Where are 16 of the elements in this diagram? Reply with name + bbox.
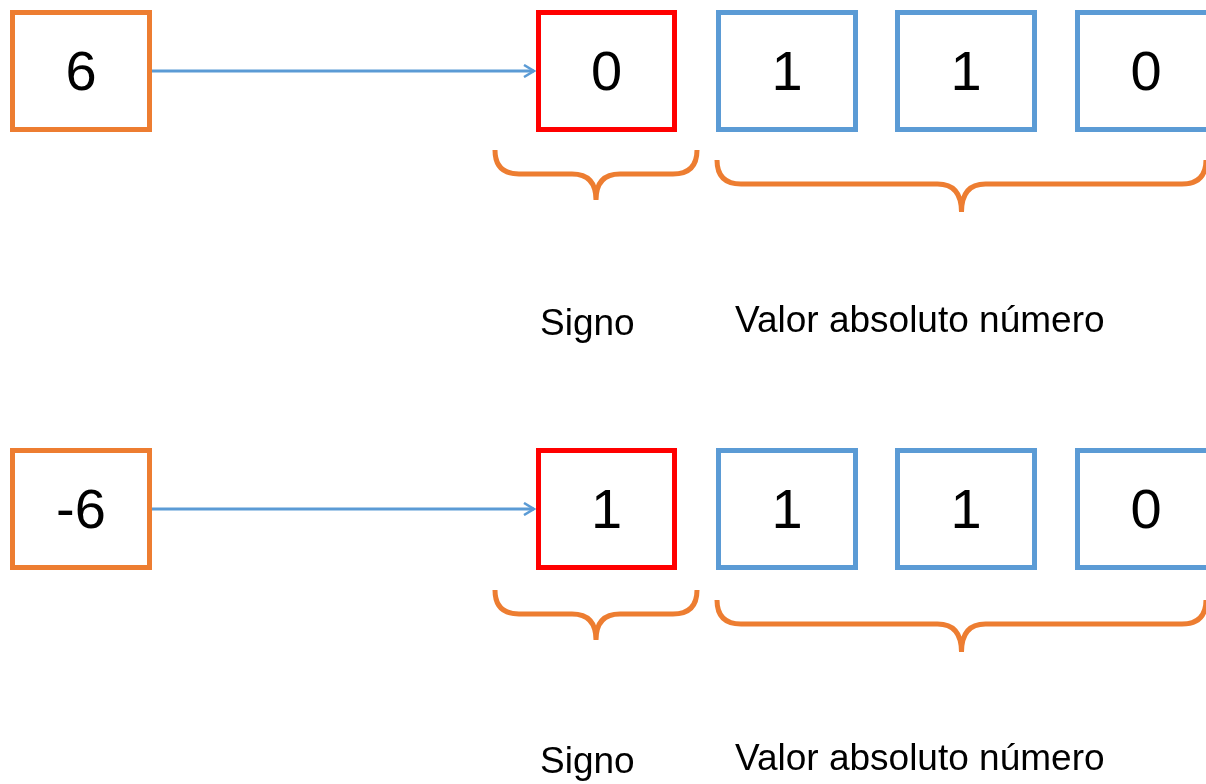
brace-label: Valor absoluto número [735,298,1105,342]
digit-box: 6 [10,10,152,132]
brace-label: Signo [540,739,635,783]
brace-label: Valor absoluto número [735,736,1105,780]
digit-box: 0 [1075,448,1206,570]
arrow [152,63,536,79]
digit-box: 1 [895,448,1037,570]
arrow [152,501,536,517]
digit-box: 0 [536,10,677,132]
digit-box: 1 [536,448,677,570]
digit-box: -6 [10,448,152,570]
digit-box: 1 [895,10,1037,132]
digit-box: 1 [716,448,858,570]
digit-box: 0 [1075,10,1206,132]
digit-box: 1 [716,10,858,132]
brace-label: Signo [540,301,635,345]
